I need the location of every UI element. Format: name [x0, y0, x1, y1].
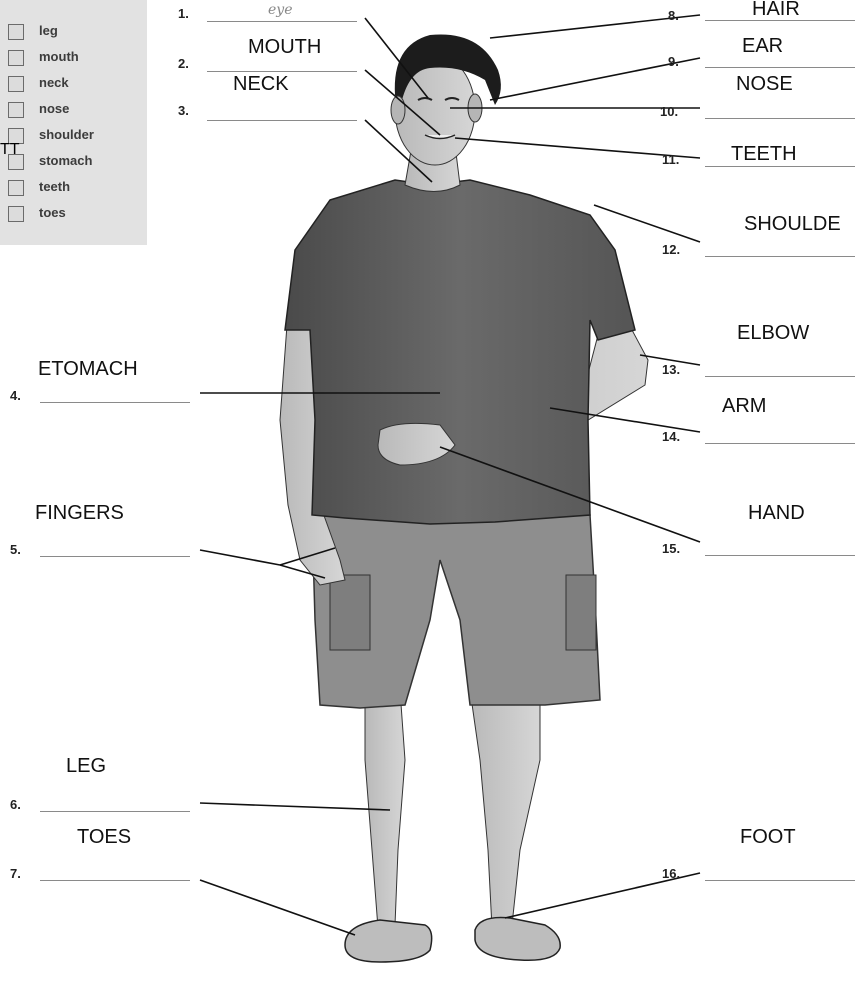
- word-label: neck: [39, 75, 69, 90]
- right-sandal: [475, 918, 560, 961]
- right-leg: [470, 690, 540, 928]
- answer-text[interactable]: HAND: [748, 502, 805, 525]
- answer-line: [705, 118, 855, 119]
- answer-line: [40, 811, 190, 812]
- answer-text[interactable]: NOSE: [736, 73, 793, 96]
- checkbox[interactable]: [8, 76, 24, 92]
- answer-line: [207, 120, 357, 121]
- answer-line: [207, 71, 357, 72]
- word-label: leg: [39, 23, 58, 38]
- item-number: 4.: [10, 388, 21, 403]
- answer-text[interactable]: ELBOW: [737, 322, 809, 345]
- answer-line: [207, 21, 357, 22]
- word-box: leg mouth neck nose shoulder stomach tee…: [0, 0, 147, 245]
- checkbox[interactable]: [8, 50, 24, 66]
- word-label: toes: [39, 205, 66, 220]
- answer-line: [705, 443, 855, 444]
- left-sandal: [345, 920, 432, 962]
- answer-line: [705, 376, 855, 377]
- answer-text[interactable]: HAIR: [752, 0, 800, 21]
- item-number: 1.: [178, 6, 189, 21]
- item-number: 12.: [662, 242, 680, 257]
- item-number: 11.: [662, 152, 679, 167]
- answer-line: [705, 880, 855, 881]
- answer-text[interactable]: LEG: [66, 755, 106, 778]
- item-number: 5.: [10, 542, 21, 557]
- item-number: 10.: [660, 104, 678, 119]
- checkbox[interactable]: [8, 206, 24, 222]
- answer-line: [40, 556, 190, 557]
- item-number: 9.: [668, 54, 679, 69]
- answer-text[interactable]: TEETH: [731, 143, 797, 166]
- word-label: stomach: [39, 153, 92, 168]
- left-pocket: [330, 575, 370, 650]
- answer-text[interactable]: FINGERS: [35, 502, 124, 525]
- item-number: 7.: [10, 866, 21, 881]
- item-number: 8.: [668, 8, 679, 23]
- answer-text[interactable]: ARM: [722, 395, 766, 418]
- answer-text[interactable]: SHOULDE: [744, 213, 841, 236]
- checkbox[interactable]: [8, 102, 24, 118]
- item-number: 6.: [10, 797, 21, 812]
- item-number: 13.: [662, 362, 680, 377]
- stray-text: TT: [0, 141, 20, 159]
- answer-line: [705, 166, 855, 167]
- answer-text[interactable]: NECK: [233, 73, 289, 96]
- answer-line: [40, 880, 190, 881]
- checkbox[interactable]: [8, 24, 24, 40]
- word-label: mouth: [39, 49, 79, 64]
- answer-text[interactable]: EAR: [742, 35, 783, 58]
- right-pocket: [566, 575, 596, 650]
- answer-text[interactable]: TOES: [77, 826, 131, 849]
- shirt: [285, 180, 635, 524]
- answer-text[interactable]: ETOMACH: [38, 358, 138, 381]
- checkbox[interactable]: [8, 180, 24, 196]
- word-label: teeth: [39, 179, 70, 194]
- item-number: 2.: [178, 56, 189, 71]
- answer-text[interactable]: FOOT: [740, 826, 796, 849]
- example-answer: eye: [268, 2, 292, 18]
- answer-line: [40, 402, 190, 403]
- word-label: shoulder: [39, 127, 94, 142]
- item-number: 16.: [662, 866, 680, 881]
- answer-line: [705, 67, 855, 68]
- item-number: 15.: [662, 541, 680, 556]
- item-number: 3.: [178, 103, 189, 118]
- answer-line: [705, 555, 855, 556]
- answer-line: [705, 256, 855, 257]
- left-ear: [391, 96, 405, 124]
- item-number: 14.: [662, 429, 680, 444]
- answer-text[interactable]: MOUTH: [248, 36, 321, 59]
- word-label: nose: [39, 101, 69, 116]
